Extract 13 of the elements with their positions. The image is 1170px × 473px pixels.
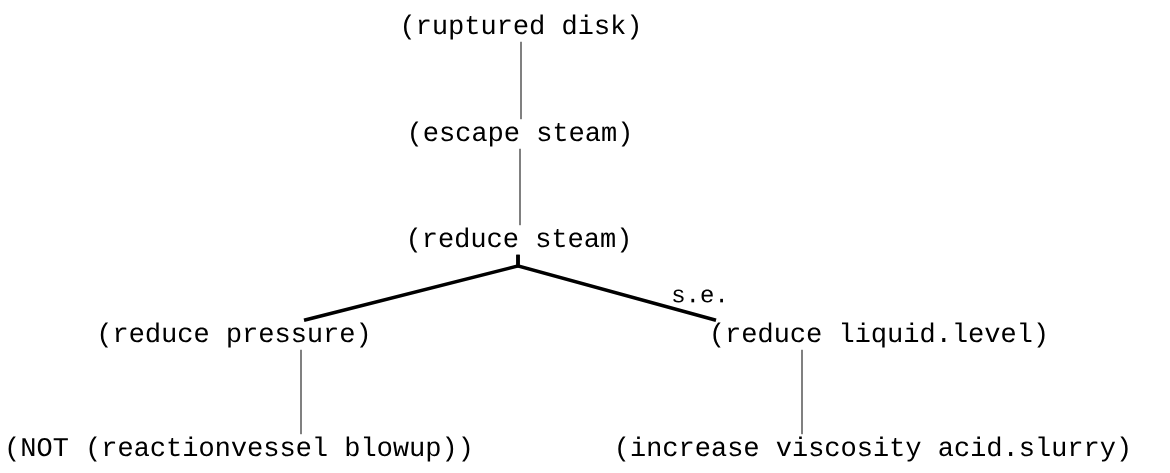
connector-line [520,41,522,120]
node-text: (NOT (reactionvessel blowup)) [8,436,470,462]
node-text: (escape steam) [411,121,629,147]
connector-line [519,148,521,226]
connector-line [801,349,803,435]
edge-label: s.e. [670,288,730,304]
node-text: (ruptured disk) [404,14,638,40]
connector-line [516,254,717,322]
connector-line [300,349,302,435]
node-text: (reduce liquid.level) [713,322,1045,348]
node-text: (reduce pressure) [100,322,368,348]
node-text: (increase viscosity acid.slurry) [618,436,1128,462]
node-text: (reduce steam) [410,227,628,253]
